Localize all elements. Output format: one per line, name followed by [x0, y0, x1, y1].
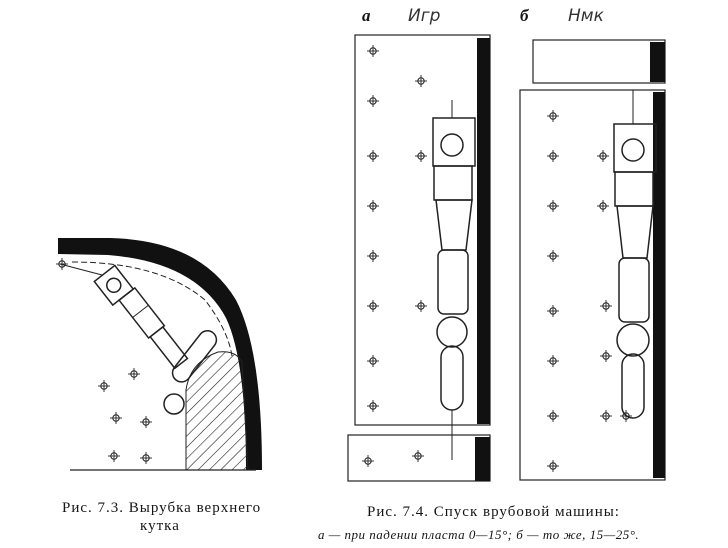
figure-7-3-caption-line1: Рис. 7.3. Вырубка верхнего — [62, 500, 262, 516]
figure-7-4-caption-title: Рис. 7.4. Спуск врубовой машины: — [367, 504, 620, 520]
figure-7-4b-label: б — [520, 6, 529, 25]
figure-7-4a-label: а — [362, 6, 371, 25]
figure-7-3-drawing — [56, 238, 262, 471]
figure-7-4a-drawing — [347, 34, 491, 482]
figure-7-4a-handwritten-note: Игр — [408, 6, 441, 26]
figure-7-4b-handwritten-note: Нмк — [568, 6, 604, 26]
figure-7-4b-drawing — [519, 39, 666, 481]
figure-7-4-caption-note: а — при падении пласта 0—15°; б — то же,… — [318, 527, 640, 542]
figure-7-3-caption-line2: кутка — [140, 518, 180, 534]
